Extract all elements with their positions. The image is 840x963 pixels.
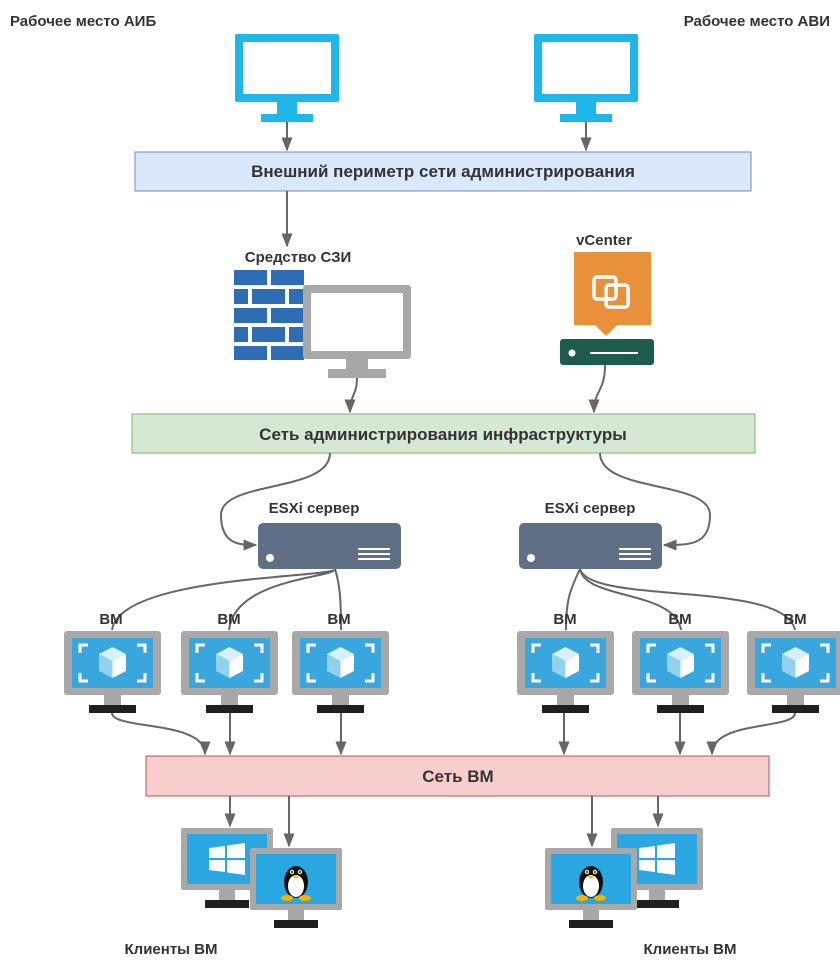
admin-network-label: Сеть администрирования инфраструктуры [259,425,627,444]
vm-label: ВМ [668,611,691,628]
clients-left-label: Клиенты ВМ [125,941,218,958]
vm-label: ВМ [553,611,576,628]
connector [599,452,712,551]
vm-3-icon[interactable] [290,629,391,715]
esxi-right-server-icon[interactable] [518,522,663,570]
workstation-avi-monitor-icon[interactable] [534,34,638,122]
external-perimeter-label: Внешний периметр сети администрирования [251,162,635,181]
connector [579,568,796,631]
vm-5-icon[interactable] [630,629,731,715]
vcenter-icon[interactable] [574,252,651,336]
connector [228,568,336,631]
vcenter-label: vCenter [576,232,632,249]
esxi-left-label: ESXi сервер [269,500,360,517]
clients-right-label: Клиенты ВМ [644,941,737,958]
connector [706,712,796,756]
vm-label: ВМ [783,611,806,628]
workstation-avi-label: Рабочее место АВИ [684,13,830,30]
vm-label: ВМ [99,611,122,628]
workstation-aib-monitor-icon[interactable] [235,34,339,122]
workstation-aib-label: Рабочее место АИБ [10,13,156,30]
szi-label: Средство СЗИ [245,249,352,266]
connector [565,568,581,631]
connector [579,568,682,631]
vm-network-band[interactable] [145,755,770,797]
vcenter-server-icon[interactable] [560,339,654,365]
connector [111,712,211,756]
connector [344,377,358,414]
vm-4-icon[interactable] [515,629,616,715]
esxi-right-label: ESXi сервер [545,500,636,517]
connector [111,568,336,631]
vm-1-icon[interactable] [62,629,163,715]
esxi-left-server-icon[interactable] [257,522,402,570]
vm-network-label: Сеть ВМ [422,767,493,786]
external-perimeter-band[interactable] [134,151,752,192]
admin-network-band[interactable] [131,413,756,454]
connector [588,364,606,414]
client-linux-left-icon[interactable] [250,848,342,928]
firewall-icon[interactable] [234,270,411,378]
vm-6-icon[interactable] [745,629,840,715]
connector [334,568,342,631]
vm-label: ВМ [217,611,240,628]
vm-label: ВМ [327,611,350,628]
client-linux-right-icon[interactable] [545,848,637,928]
vm-2-icon[interactable] [179,629,280,715]
connector [219,452,331,551]
